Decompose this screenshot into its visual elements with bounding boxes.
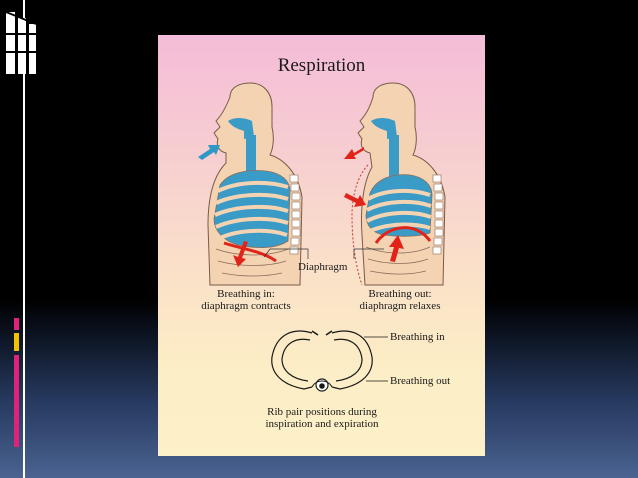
inhale-caption-line1: Breathing in: (217, 288, 275, 300)
inhale-caption-line2: diaphragm contracts (201, 300, 291, 312)
exhale-figure (344, 82, 446, 286)
rib-pair-diagram (271, 330, 388, 392)
exhale-caption-line1: Breathing out: (368, 288, 432, 300)
left-rule (23, 0, 25, 478)
deco-block-pink (14, 318, 19, 330)
inhale-caption: Breathing in: diaphragm contracts (186, 288, 306, 312)
breathing-in-label: Breathing in (390, 331, 445, 343)
respiration-slide: Respiration (158, 35, 485, 456)
diaphragm-leaders (263, 248, 384, 259)
breathing-out-label: Breathing out (390, 375, 451, 387)
deco-block-yellow (14, 333, 19, 351)
rib-caption-line1: Rib pair positions during (267, 406, 377, 418)
slide-grid-icon (5, 11, 37, 74)
rib-caption: Rib pair positions during inspiration an… (252, 406, 392, 430)
inhale-figure (198, 82, 303, 286)
rib-caption-line2: inspiration and expiration (265, 418, 379, 430)
diaphragm-label: Diaphragm (298, 261, 348, 273)
deco-block-magenta (14, 355, 19, 447)
exhale-caption: Breathing out: diaphragm relaxes (340, 288, 460, 312)
slide-title: Respiration (277, 55, 366, 76)
respiration-illustration (198, 82, 446, 392)
exhale-caption-line2: diaphragm relaxes (359, 300, 441, 312)
